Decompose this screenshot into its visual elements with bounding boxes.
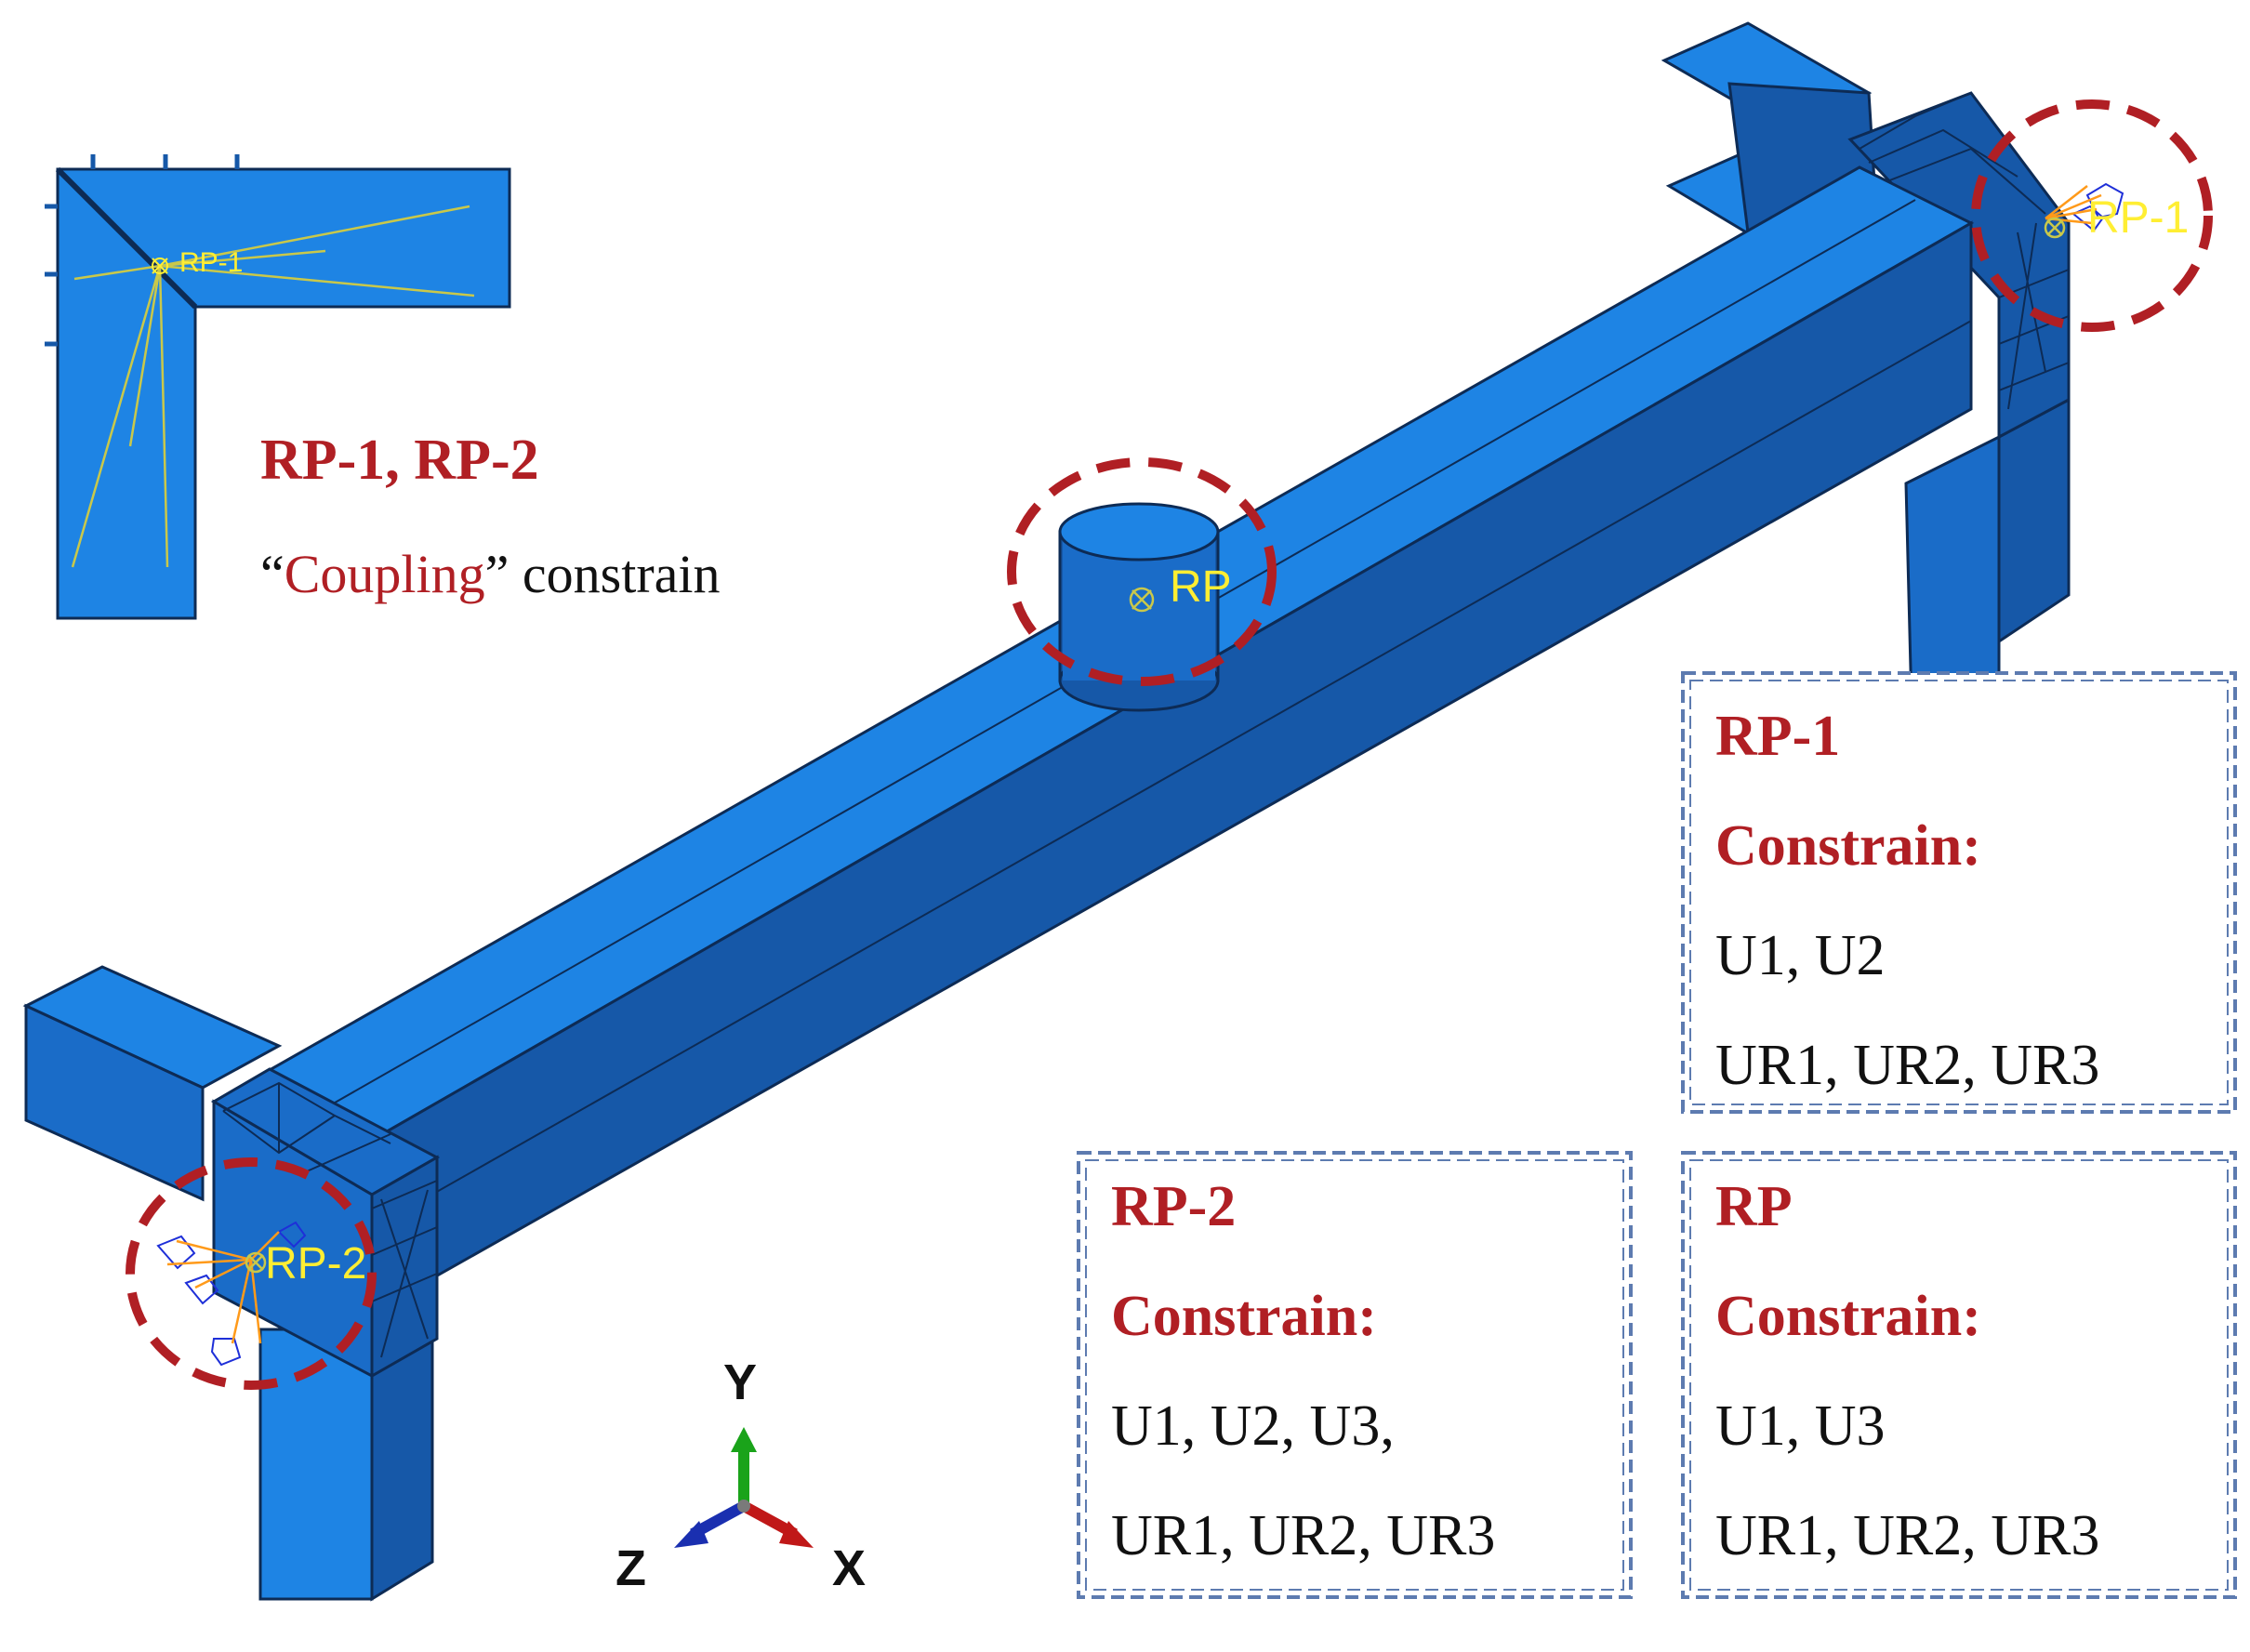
constraint-box-rp1: RP-1 Constrain: U1, U2 UR1, UR2, UR3 (1681, 671, 2237, 1114)
coupling-open-quote: “ (260, 544, 285, 604)
axis-y-label: Y (723, 1355, 757, 1410)
box-rp1-line2: UR1, UR2, UR3 (1715, 1034, 2099, 1097)
model-rp2-label: RP-2 (265, 1239, 366, 1289)
reference-point-icon (152, 258, 168, 274)
boundary-condition-icon (156, 182, 2124, 1367)
box-rp1-line1: U1, U2 (1715, 924, 1886, 987)
box-rp2-subtitle: Constrain: (1111, 1285, 1377, 1348)
inset-heading: RP-1, RP-2 (260, 429, 539, 492)
model-rp1-label: RP-1 (2087, 193, 2189, 243)
box-rp-subtitle: Constrain: (1715, 1285, 1981, 1348)
box-rp2-title: RP-2 (1111, 1175, 1236, 1238)
load-cylinder (1058, 502, 1220, 712)
constraint-box-rp: RP Constrain: U1, U3 UR1, UR2, UR3 (1681, 1151, 2237, 1599)
steel-frame-model: RP RP-1 RP-2 (22, 21, 2213, 1602)
inset-joint-detail: RP-1 (45, 154, 511, 620)
axis-z-label: Z (615, 1540, 646, 1596)
constraint-box-rp2: RP-2 Constrain: U1, U2, U3, UR1, UR2, UR… (1077, 1151, 1633, 1599)
box-rp1-subtitle: Constrain: (1715, 814, 1981, 878)
inset-rp-label: RP-1 (179, 247, 243, 278)
coupling-close-text: ” constrain (485, 544, 721, 604)
box-rp2-line1: U1, U2, U3, (1111, 1394, 1395, 1458)
box-rp-line2: UR1, UR2, UR3 (1715, 1504, 2099, 1567)
inset-coupling-caption: “Coupling” constrain (260, 544, 721, 604)
axis-x-label: X (832, 1540, 866, 1596)
box-rp1-title: RP-1 (1715, 705, 1840, 768)
coupling-word: Coupling (285, 544, 485, 604)
highlight-circles (126, 99, 2213, 1390)
coordinate-triad-icon: Y Z X (615, 1355, 866, 1596)
box-rp-line1: U1, U3 (1715, 1394, 1886, 1458)
box-rp2-line2: UR1, UR2, UR3 (1111, 1504, 1495, 1567)
reference-point-icon (245, 217, 2066, 1274)
model-rp-label: RP (1170, 562, 1232, 612)
box-rp-title: RP (1715, 1175, 1793, 1238)
